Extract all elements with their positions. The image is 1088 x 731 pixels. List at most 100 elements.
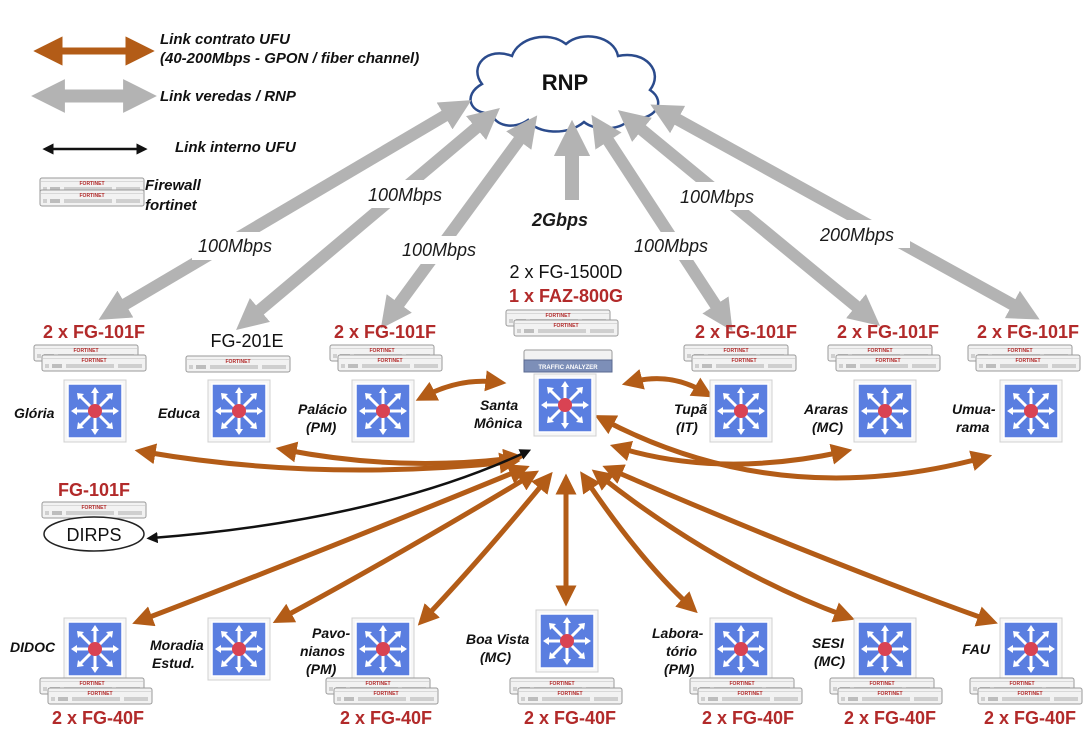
speed-labels: 100Mbps 100Mbps 100Mbps 2Gbps 100Mbps 10… <box>192 180 910 264</box>
gloria-firewall-icon <box>34 345 146 371</box>
uplink-umuarama <box>650 104 1040 320</box>
site-laboratorio: 2 x FG-40F Labora- tório (PM) <box>652 616 802 728</box>
sesi-label-1: SESI <box>812 635 845 651</box>
didoc-fw-label: 2 x FG-40F <box>52 708 144 728</box>
gloria-switch-icon <box>62 378 128 444</box>
link-fau <box>602 464 998 627</box>
sesi-label-2: (MC) <box>814 653 845 669</box>
laboratorio-switch-icon <box>708 616 774 682</box>
fau-fw-label: 2 x FG-40F <box>984 708 1076 728</box>
boavista-label-2: (MC) <box>480 649 511 665</box>
link-palacio <box>415 370 507 401</box>
boavista-switch-icon <box>534 608 600 674</box>
speed-araras: 100Mbps <box>680 187 754 207</box>
speed-gloria: 100Mbps <box>198 236 272 256</box>
dirps-label: DIRPS <box>66 525 121 545</box>
palacio-label-1: Palácio <box>298 401 347 417</box>
site-didoc: 2 x FG-40F DIDOC <box>10 616 152 728</box>
umuarama-switch-icon <box>998 378 1064 444</box>
core-site: 2 x FG-1500D 1 x FAZ-800G TRAFFIC ANALYZ… <box>474 262 623 438</box>
pavonianos-firewall-icon <box>326 678 438 704</box>
legend-firewall-label-1: Firewall <box>145 177 202 194</box>
laboratorio-label-1: Labora- <box>652 625 704 641</box>
fau-switch-icon <box>998 616 1064 682</box>
speed-tupa: 100Mbps <box>634 236 708 256</box>
legend-contract-label-2: (40-200Mbps - GPON / fiber channel) <box>160 50 419 67</box>
araras-firewall-icon <box>828 345 940 371</box>
educa-label: Educa <box>158 405 200 421</box>
core-site-label-1: Santa <box>480 397 518 413</box>
site-umuarama: 2 x FG-101F Umua- rama <box>952 322 1080 444</box>
site-boavista: 2 x FG-40F Boa Vista (MC) <box>466 608 622 728</box>
araras-label-1: Araras <box>803 401 849 417</box>
site-dirps: FG-101F DIRPS <box>41 480 147 552</box>
gloria-label: Glória <box>14 405 55 421</box>
fau-firewall-icon <box>970 678 1082 704</box>
cloud-label: RNP <box>542 70 588 95</box>
umuarama-fw-label: 2 x FG-101F <box>977 322 1079 342</box>
pavonianos-label-2: nianos <box>300 643 345 659</box>
site-moradia: Moradia Estud. <box>150 616 272 682</box>
palacio-label-2: (PM) <box>306 419 337 435</box>
dirps-fw-label: FG-101F <box>58 480 130 500</box>
palacio-switch-icon <box>350 378 416 444</box>
site-fau: 2 x FG-40F FAU <box>962 616 1082 728</box>
araras-switch-icon <box>852 378 918 444</box>
site-pavonianos: 2 x FG-40F Pavo- nianos (PM) <box>300 616 438 728</box>
tupa-label-1: Tupã <box>674 401 707 417</box>
didoc-firewall-icon <box>40 678 152 704</box>
moradia-label-2: Estud. <box>152 655 195 671</box>
boavista-fw-label: 2 x FG-40F <box>524 708 616 728</box>
speed-educa: 100Mbps <box>368 185 442 205</box>
tupa-fw-label: 2 x FG-101F <box>695 322 797 342</box>
palacio-firewall-icon <box>330 345 442 371</box>
site-tupa: 2 x FG-101F Tupã (IT) <box>674 322 797 444</box>
tupa-label-2: (IT) <box>676 419 698 435</box>
pavonianos-label-1: Pavo- <box>312 625 350 641</box>
educa-fw-label: FG-201E <box>210 331 283 351</box>
legend-interno-label: Link interno UFU <box>175 139 297 156</box>
core-faz-label: 1 x FAZ-800G <box>509 286 623 306</box>
boavista-label-1: Boa Vista <box>466 631 529 647</box>
legend: Link contrato UFU (40-200Mbps - GPON / f… <box>31 31 419 214</box>
fau-label: FAU <box>962 641 991 657</box>
analyzer-icon: TRAFFIC ANALYZER <box>523 349 613 373</box>
educa-firewall-icon <box>185 355 291 373</box>
speed-umuarama: 200Mbps <box>819 225 894 245</box>
rnp-cloud: RNP <box>469 35 660 133</box>
link-dirps-internal <box>146 449 532 544</box>
link-moradia <box>272 470 540 623</box>
link-educa <box>275 441 525 470</box>
dirps-node <box>43 516 145 552</box>
umuarama-label-1: Umua- <box>952 401 996 417</box>
link-tupa <box>621 369 714 398</box>
legend-contract-label-1: Link contrato UFU <box>160 31 291 48</box>
didoc-switch-icon <box>62 616 128 682</box>
link-araras <box>609 440 853 467</box>
core-fw-label: 2 x FG-1500D <box>509 262 622 282</box>
legend-firewall-icon <box>39 177 145 207</box>
legend-firewall-label-2: fortinet <box>145 197 198 214</box>
tupa-switch-icon <box>708 378 774 444</box>
palacio-fw-label: 2 x FG-101F <box>334 322 436 342</box>
speed-palacio: 100Mbps <box>402 240 476 260</box>
analyzer-label: TRAFFIC ANALYZER <box>538 365 598 371</box>
core-site-label-2: Mônica <box>474 415 522 431</box>
moradia-label-1: Moradia <box>150 637 204 653</box>
moradia-switch-icon <box>206 616 272 682</box>
araras-fw-label: 2 x FG-101F <box>837 322 939 342</box>
site-palacio: 2 x FG-101F Palácio (PM) <box>298 322 442 444</box>
pavonianos-switch-icon <box>350 616 416 682</box>
pavonianos-label-3: (PM) <box>306 661 337 677</box>
link-didoc <box>132 464 530 627</box>
educa-switch-icon <box>206 378 272 444</box>
araras-label-2: (MC) <box>812 419 843 435</box>
uplink-palacio <box>380 115 538 329</box>
legend-veredas-label: Link veredas / RNP <box>160 88 297 105</box>
gloria-fw-label: 2 x FG-101F <box>43 322 145 342</box>
umuarama-label-2: rama <box>956 419 990 435</box>
speed-core: 2Gbps <box>531 210 588 230</box>
rnp-uplinks <box>98 100 1040 332</box>
sesi-switch-icon <box>852 616 918 682</box>
